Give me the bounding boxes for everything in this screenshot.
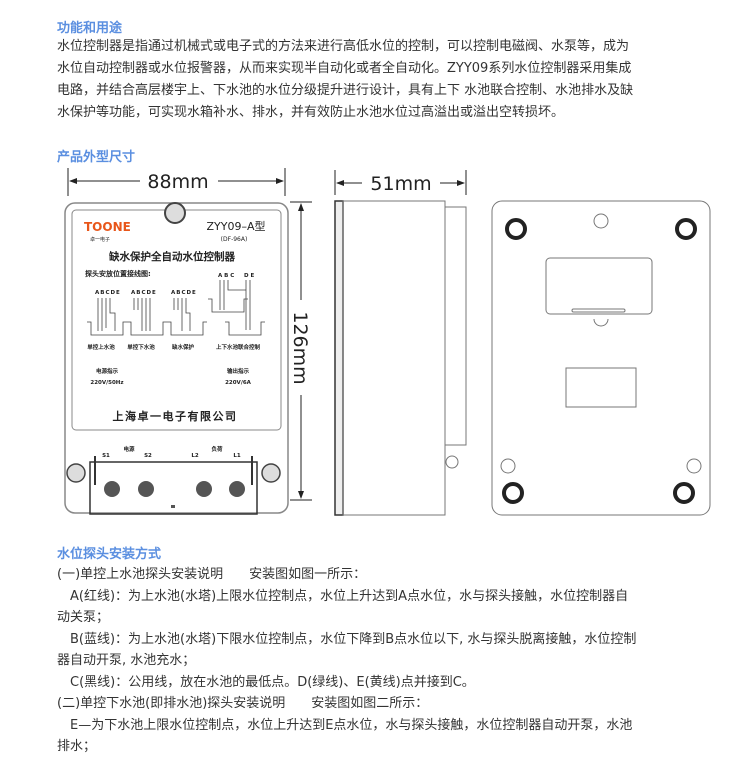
text-line: 电路，并结合高层楼宇上、下水池的水位分级提升进行设计，具有上下 水池联合控制、水…	[57, 83, 634, 98]
text-line: 水位控制器是指通过机械式或电子式的方法来进行高低水位的控制，可以控制电磁阀、水泵…	[57, 39, 630, 54]
svg-text:L2: L2	[191, 453, 199, 459]
terminal-screws	[104, 481, 245, 508]
section-title-function: 功能和用途	[57, 21, 123, 36]
mount-hole-icon	[164, 202, 186, 224]
company-name: 上海卓一电子有限公司	[113, 409, 238, 423]
text-line: A(红线)：为上水池(水塔)上限水位控制点，水位上升达到A点水位，水与探头接触，…	[57, 588, 629, 604]
mode-labels: 单控上水池 单控下水池 缺水保护 上下水池联合控制	[87, 343, 260, 351]
depth-dimension: 51mm	[334, 170, 467, 195]
text-line: 排水；	[57, 739, 97, 754]
wiring-title: 探头安放位置接线图:	[85, 269, 151, 278]
probe-labels: ABCDE ABCDE ABCDE A B C D E	[95, 273, 254, 296]
text-line: (二)单控下水池(即排水池)探头安装说明 安装图如图二所示：	[57, 696, 429, 711]
model-sub-label: (DF-96A)	[221, 236, 248, 243]
svg-text:电源: 电源	[123, 445, 135, 453]
terminal-block	[89, 461, 258, 515]
wiring-diagrams	[87, 280, 265, 336]
text-line: 水位自动控制器或水位报警器，从而来实现半自动化或者全自动化。ZYY09系列水位控…	[57, 61, 632, 76]
depth-label: 51mm	[370, 173, 431, 195]
section-title-probe-install: 水位探头安装方式	[57, 547, 162, 562]
back-view	[491, 200, 711, 516]
text-line: 水保护等功能，可实现水箱补水、排水，并有效防止水池水位过高溢出或溢出空转损坏。	[57, 105, 565, 120]
brand-subtitle: 卓一电子	[90, 236, 110, 243]
svg-text:ABCDE: ABCDE	[131, 290, 157, 296]
device-name: 缺水保护全自动水位控制器	[108, 250, 235, 263]
svg-text:L1: L1	[233, 453, 241, 459]
brand-logo: TOONE	[84, 220, 131, 234]
power-indicator-value: 220V/50Hz	[90, 380, 123, 386]
power-indicator-label: 电源指示	[96, 367, 119, 375]
svg-text:ABCDE: ABCDE	[171, 290, 197, 296]
text-line: E—为下水池上限水位控制点，水位上升达到E点水位，水与探头接触，水位控制器自动开…	[57, 717, 633, 733]
output-indicator-label: 输出指示	[227, 367, 250, 375]
svg-text:单控上水池: 单控上水池	[87, 343, 115, 351]
text-line: C(黑线)：公用线，放在水池的最低点。D(绿线)、E(黄线)点并接到C。	[57, 674, 475, 690]
svg-text:ABCDE: ABCDE	[95, 290, 121, 296]
width-label: 88mm	[147, 171, 208, 193]
svg-text:缺水保护: 缺水保护	[172, 343, 195, 351]
text-line: 动关泵；	[57, 610, 110, 625]
section-title-dimensions: 产品外型尺寸	[57, 150, 136, 165]
svg-text:S2: S2	[144, 453, 152, 459]
svg-text:负荷: 负荷	[211, 445, 223, 453]
front-view: TOONE 卓一电子 ZYY09–A型 (DF-96A) 缺水保护全自动水位控制…	[64, 202, 289, 515]
dimension-drawing: 88mm 126mm 51mm TOONE 卓一电子 ZYY09–A型 (DF-…	[64, 168, 711, 516]
text-line: (一)单控上水池探头安装说明 安装图如图一所示：	[57, 567, 367, 582]
terminal-labels: 电源 负荷 S1 S2 L2 L1	[102, 445, 241, 459]
probe-install-paragraph: (一)单控上水池探头安装说明 安装图如图一所示： A(红线)：为上水池(水塔)上…	[57, 564, 636, 758]
side-view	[334, 200, 467, 516]
text-line: 器自动开泵, 水池充水；	[57, 653, 196, 668]
svg-text:单控下水池: 单控下水池	[127, 343, 155, 351]
output-indicator-value: 220V/6A	[225, 380, 252, 386]
model-label: ZYY09–A型	[207, 219, 266, 233]
svg-text:A B C: A B C	[218, 273, 234, 279]
svg-text:上下水池联合控制: 上下水池联合控制	[216, 343, 261, 351]
svg-text:S1: S1	[102, 453, 110, 459]
height-dimension: 126mm	[289, 201, 312, 501]
text-line: B(蓝线)：为上水池(水塔)下限水位控制点，水位下降到B点水位以下, 水与探头脱…	[57, 631, 637, 647]
height-label: 126mm	[289, 311, 311, 384]
width-dimension: 88mm	[67, 168, 286, 196]
function-paragraph: 水位控制器是指通过机械式或电子式的方法来进行高低水位的控制，可以控制电磁阀、水泵…	[57, 36, 633, 124]
svg-text:D E: D E	[244, 273, 254, 279]
